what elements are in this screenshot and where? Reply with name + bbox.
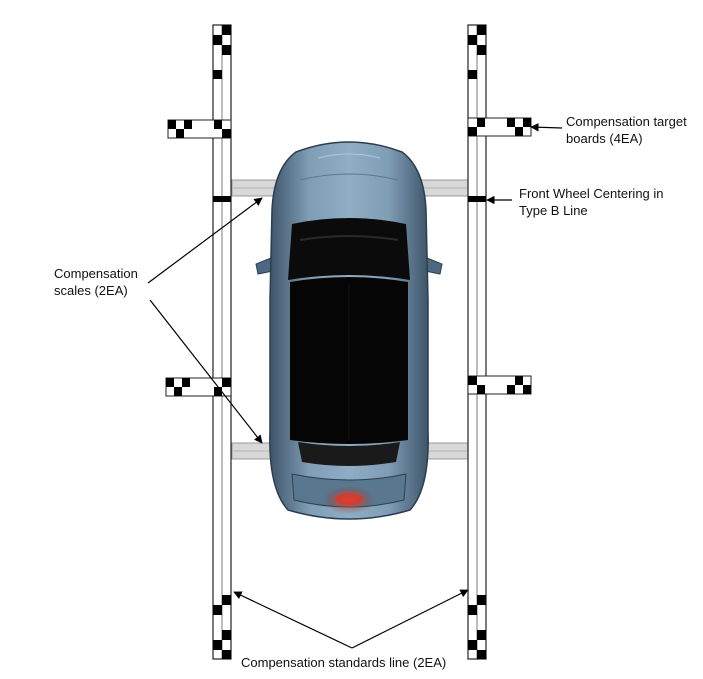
target-board-rear-left	[165, 377, 232, 397]
label-scales-line1: Compensation	[54, 266, 138, 281]
car-top-view	[255, 141, 443, 520]
arrow-scales-rear	[149, 299, 263, 444]
leader-arrows	[147, 123, 563, 649]
arrow-target-boards	[530, 123, 563, 132]
arrow-standards-right	[351, 589, 469, 649]
target-board-front-left	[167, 119, 232, 139]
arrow-scales-front	[147, 197, 263, 284]
label-standards-line: Compensation standards line (2EA)	[241, 655, 447, 670]
label-front-wheel-line2: Type B Line	[519, 203, 588, 218]
label-scales-line2: scales (2EA)	[54, 283, 128, 298]
label-target-boards-line2: boards (4EA)	[566, 131, 643, 146]
compensation-standards-line-right	[467, 24, 487, 660]
target-board-rear-right	[467, 375, 532, 395]
arrow-standards-left	[233, 591, 353, 649]
target-board-front-right	[467, 117, 532, 137]
label-target-boards-line1: Compensation target	[566, 114, 687, 129]
label-front-wheel-line1: Front Wheel Centering in	[519, 186, 664, 201]
